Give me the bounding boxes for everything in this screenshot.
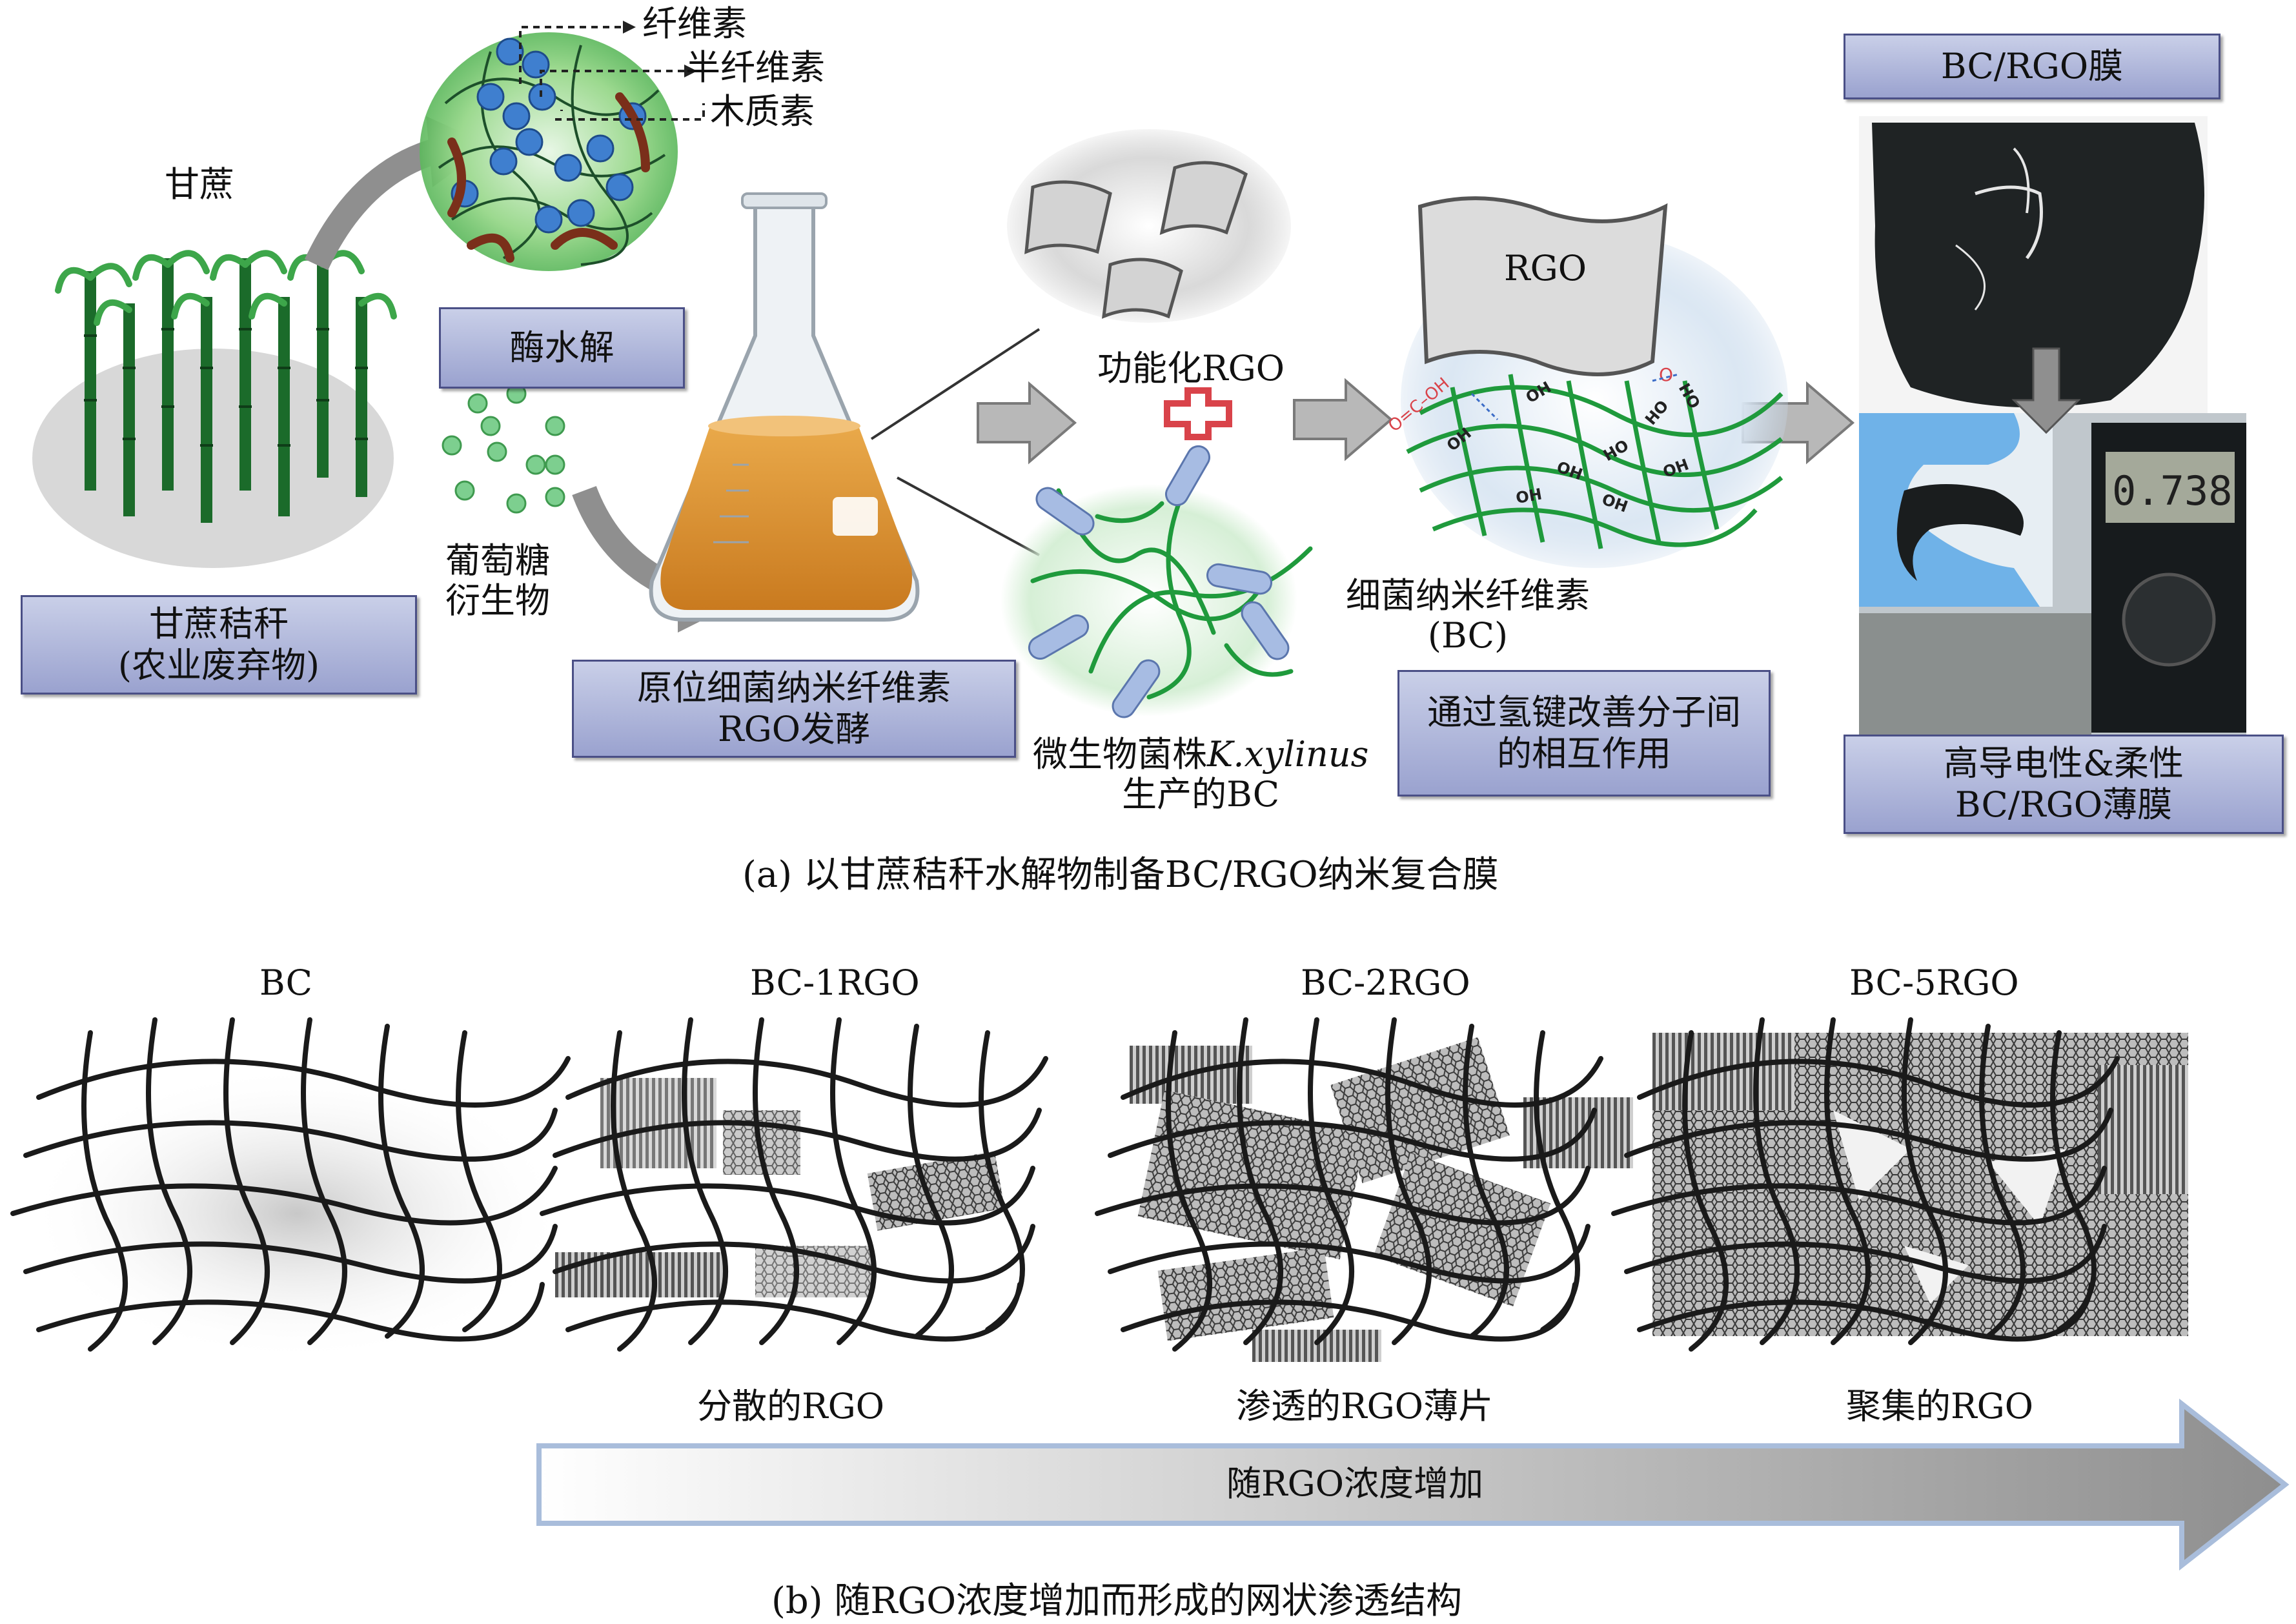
film-box-text: BC/RGO膜 — [1940, 46, 2124, 87]
plus-icon — [1164, 387, 1232, 440]
bc-mesh — [10, 1017, 571, 1362]
hbond-line1: 通过氢键改善分子间 — [1427, 692, 1741, 733]
flask-illustration — [649, 192, 920, 622]
concentration-arrow — [536, 1398, 2290, 1571]
fermentation-line2: RGO发酵 — [717, 709, 871, 749]
glucose-dots — [442, 383, 565, 514]
state-dispersed: 分散的RGO — [697, 1386, 885, 1426]
caption-a: (a) 以甘蔗秸秆水解物制备BC/RGO纳米复合膜 — [742, 854, 1499, 896]
strain-label-prefix: 微生物菌株 — [1033, 734, 1207, 775]
svg-text:O: O — [1659, 364, 1673, 385]
fermentation-box: 原位细菌纳米纤维素 RGO发酵 — [572, 660, 1016, 758]
title-bc-5rgo: BC-5RGO — [1849, 962, 2019, 1003]
glucose-label-line2: 衍生物 — [445, 580, 550, 622]
title-bc-1rgo: BC-1RGO — [750, 962, 920, 1003]
bc-2rgo-mesh — [1095, 1017, 1633, 1362]
bagasse-box: 甘蔗秸秆 (农业废弃物) — [21, 595, 417, 695]
meter-readout: 0.738 — [2112, 467, 2233, 514]
meter-photo: 0.738 — [1859, 413, 2246, 736]
sugarcane-label: 甘蔗 — [165, 164, 234, 205]
enzyme-hydrolysis-box: 酶水解 — [439, 307, 685, 389]
cellulose-label: 纤维素 — [642, 3, 747, 44]
state-aggregated: 聚集的RGO — [1846, 1386, 2034, 1426]
title-bc-2rgo: BC-2RGO — [1301, 962, 1470, 1003]
arrow-label: 随RGO浓度增加 — [1226, 1463, 1484, 1504]
bc-5rgo-mesh — [1611, 1017, 2188, 1352]
bc-label: 细菌纳米纤维素 (BC) — [1346, 575, 1590, 656]
lignocellulose-illustration — [420, 32, 678, 271]
rgo-sheet-label: RGO — [1504, 248, 1587, 289]
bc-label-line1: 细菌纳米纤维素 — [1346, 575, 1590, 616]
caption-b: (b) 随RGO浓度增加而形成的网状渗透结构 — [771, 1580, 1463, 1622]
glucose-label-line1: 葡萄糖 — [445, 540, 550, 581]
glucose-label: 葡萄糖 衍生物 — [445, 540, 550, 622]
state-percolated: 渗透的RGO薄片 — [1236, 1386, 1494, 1426]
composite-illustration: OH OH OH HO HO OH OH OH HO O=C–OH O — [1385, 196, 1788, 568]
rgo-flakes-illustration — [1007, 129, 1291, 323]
bacteria-illustration — [1001, 445, 1313, 718]
hbond-box: 通过氢键改善分子间 的相互作用 — [1397, 670, 1771, 797]
component-leader-lines — [519, 26, 705, 121]
title-bc: BC — [259, 962, 313, 1003]
product-line2: BC/RGO薄膜 — [1955, 784, 2173, 825]
product-box: 高导电性&柔性 BC/RGO薄膜 — [1844, 735, 2284, 834]
functional-rgo-label: 功能化RGO — [1097, 348, 1285, 389]
product-line1: 高导电性&柔性 — [1943, 743, 2184, 784]
sugarcane-illustration — [32, 250, 397, 568]
strain-label: 微生物菌株K.xylinus 生产的BC — [1033, 734, 1369, 815]
strain-label-line2: 生产的BC — [1122, 774, 1280, 815]
lignin-label: 木质素 — [710, 91, 815, 132]
film-box: BC/RGO膜 — [1844, 34, 2220, 99]
strain-label-species: K.xylinus — [1207, 734, 1369, 775]
svg-text:OH: OH — [1514, 485, 1543, 507]
bagasse-line1: 甘蔗秸秆 — [149, 604, 289, 645]
bc-1rgo-mesh — [540, 1017, 1048, 1352]
hbond-line2: 的相互作用 — [1497, 733, 1671, 774]
fermentation-line1: 原位细菌纳米纤维素 — [637, 667, 951, 709]
enzyme-hydrolysis-text: 酶水解 — [509, 327, 615, 369]
down-arrow-icon — [2011, 347, 2081, 434]
bagasse-line2: (农业废弃物) — [117, 645, 320, 685]
hemicellulose-label: 半纤维素 — [686, 47, 825, 88]
bc-label-line2: (BC) — [1427, 615, 1509, 656]
